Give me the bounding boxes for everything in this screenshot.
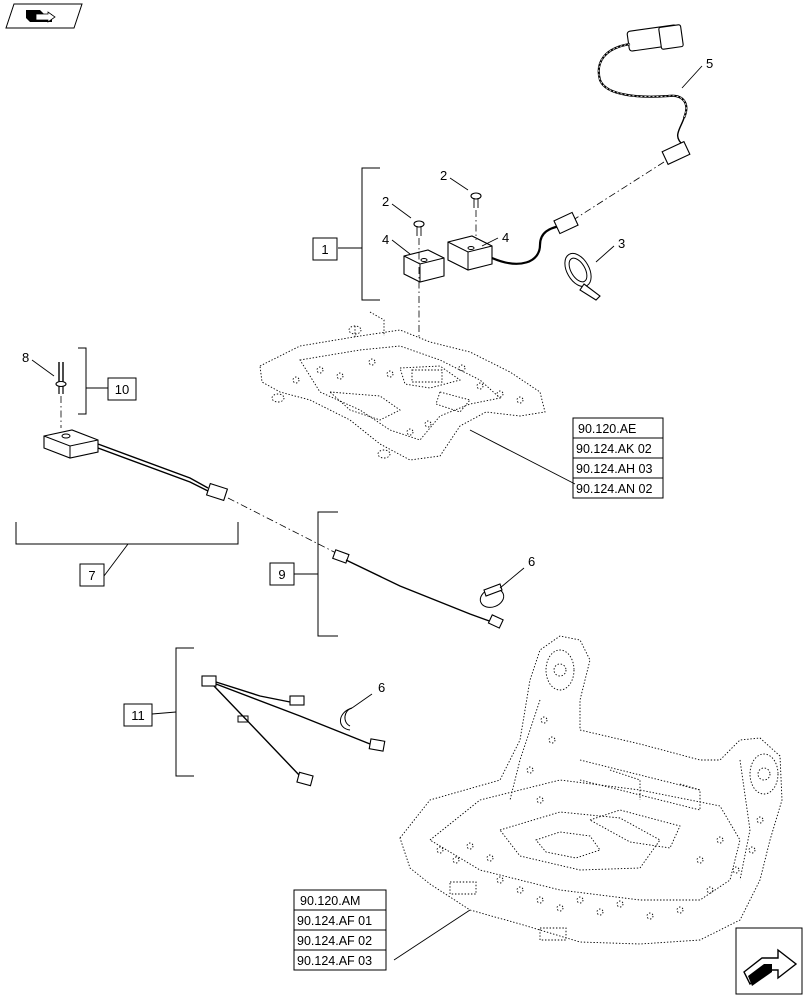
cable-tie-3 (564, 252, 601, 301)
callout-8: 8 (22, 350, 29, 365)
sensor-with-cable-7 (43, 429, 229, 502)
item-box-7-label: 7 (88, 568, 95, 583)
stud-8 (55, 362, 67, 394)
clip-6-upper (479, 583, 505, 608)
reference-link[interactable]: 90.124.AF 02 (297, 934, 372, 948)
item-box-10-label: 10 (115, 382, 129, 397)
item-box-11-label: 11 (131, 708, 145, 723)
harness-5 (597, 24, 691, 166)
reference-group-lower[interactable]: 90.120.AM 90.124.AF 01 90.124.AF 02 90.1… (293, 889, 387, 971)
item-box-9-label: 9 (278, 567, 285, 582)
reference-link[interactable]: 90.124.AF 03 (297, 954, 372, 968)
reference-link[interactable]: 90.124.AH 03 (576, 462, 652, 476)
callout-2-left: 2 (382, 194, 389, 209)
callout-4-right: 4 (502, 230, 509, 245)
reference-link[interactable]: 90.124.AN 02 (576, 482, 652, 496)
sensor-4-left (403, 249, 445, 283)
reference-link[interactable]: 90.120.AE (578, 422, 636, 436)
callout-6-lower: 6 (378, 680, 385, 695)
reference-link[interactable]: 90.120.AM (300, 894, 360, 908)
item-box-1-label: 1 (321, 242, 328, 257)
callout-4-left: 4 (382, 232, 389, 247)
screw-2-right (470, 192, 482, 208)
sensor-4-right (447, 211, 579, 271)
previous-page-icon[interactable] (5, 3, 83, 29)
item-box-11: 11 (123, 703, 153, 727)
upper-seat-plate (259, 311, 546, 461)
item-box-10: 10 (107, 377, 137, 401)
callout-6-upper: 6 (528, 554, 535, 569)
item-box-7: 7 (79, 563, 105, 587)
reference-link[interactable]: 90.124.AK 02 (576, 442, 652, 456)
callout-2-right: 2 (440, 168, 447, 183)
item-box-9: 9 (269, 562, 295, 586)
seat-frame (399, 635, 783, 945)
cable-9 (332, 549, 504, 629)
reference-group-upper[interactable]: 90.120.AE 90.124.AK 02 90.124.AH 03 90.1… (572, 417, 664, 499)
harness-11 (201, 675, 386, 787)
reference-link[interactable]: 90.124.AF 01 (297, 914, 372, 928)
screw-2-left (413, 220, 425, 236)
clip-6-lower (340, 707, 353, 731)
item-box-1: 1 (312, 237, 338, 261)
callout-5: 5 (706, 56, 713, 71)
callout-3: 3 (618, 236, 625, 251)
next-page-icon[interactable] (735, 927, 803, 995)
